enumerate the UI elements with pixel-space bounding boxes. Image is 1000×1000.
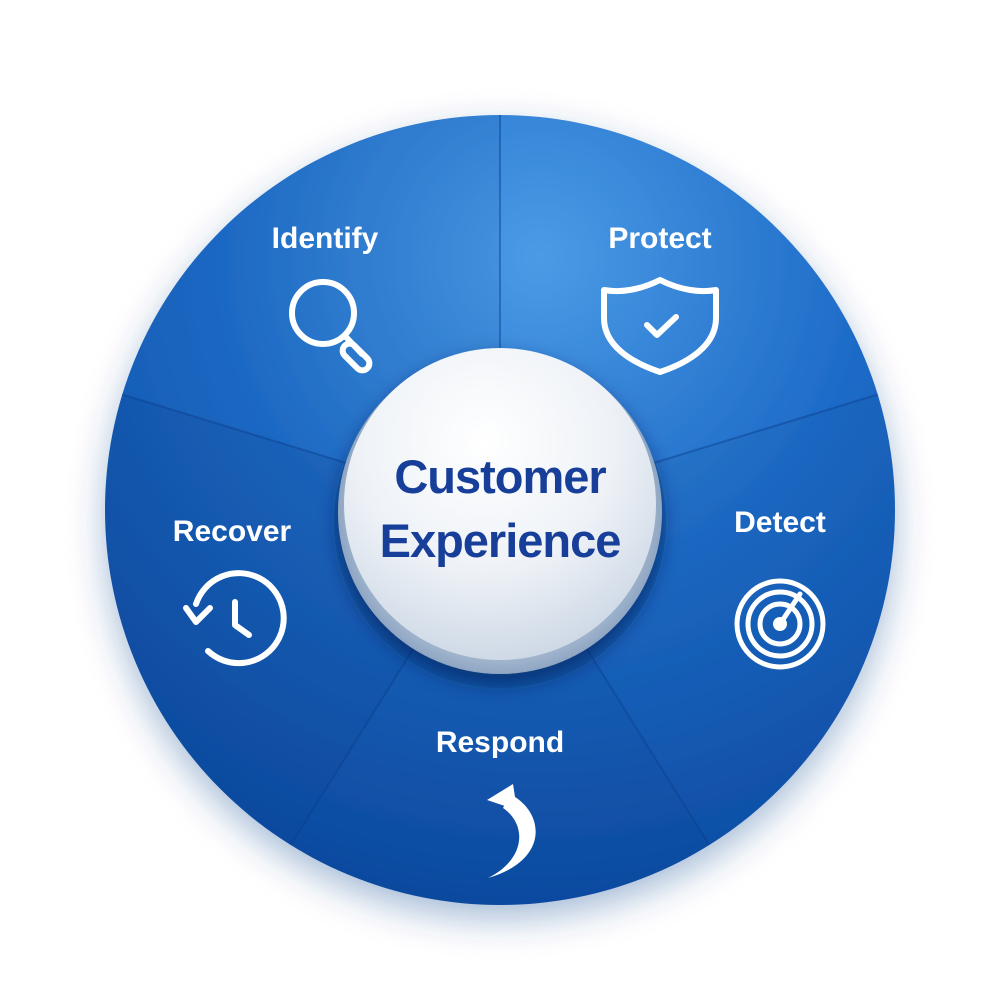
history-clock-icon	[183, 570, 287, 667]
segment-recover[interactable]: Recover	[173, 515, 292, 667]
curved-arrow-icon	[487, 784, 536, 878]
segment-label-identify: Identify	[272, 222, 379, 255]
segment-label-detect: Detect	[734, 506, 826, 539]
center-hub: Customer Experience	[334, 348, 666, 688]
segment-label-protect: Protect	[608, 222, 711, 255]
radar-icon	[734, 578, 826, 670]
center-title-line2: Experience	[380, 514, 621, 567]
segment-detect[interactable]: Detect	[734, 506, 826, 670]
center-title-line1: Customer	[394, 450, 606, 503]
magnifier-icon	[289, 279, 373, 374]
shield-check-icon	[601, 277, 719, 375]
segment-respond[interactable]: Respond	[436, 726, 564, 878]
segment-wedge	[290, 510, 710, 905]
segment-label-respond: Respond	[436, 726, 564, 759]
segment-identify[interactable]: Identify	[272, 222, 379, 374]
segment-protect[interactable]: Protect	[601, 222, 719, 375]
segment-label-recover: Recover	[173, 515, 292, 548]
